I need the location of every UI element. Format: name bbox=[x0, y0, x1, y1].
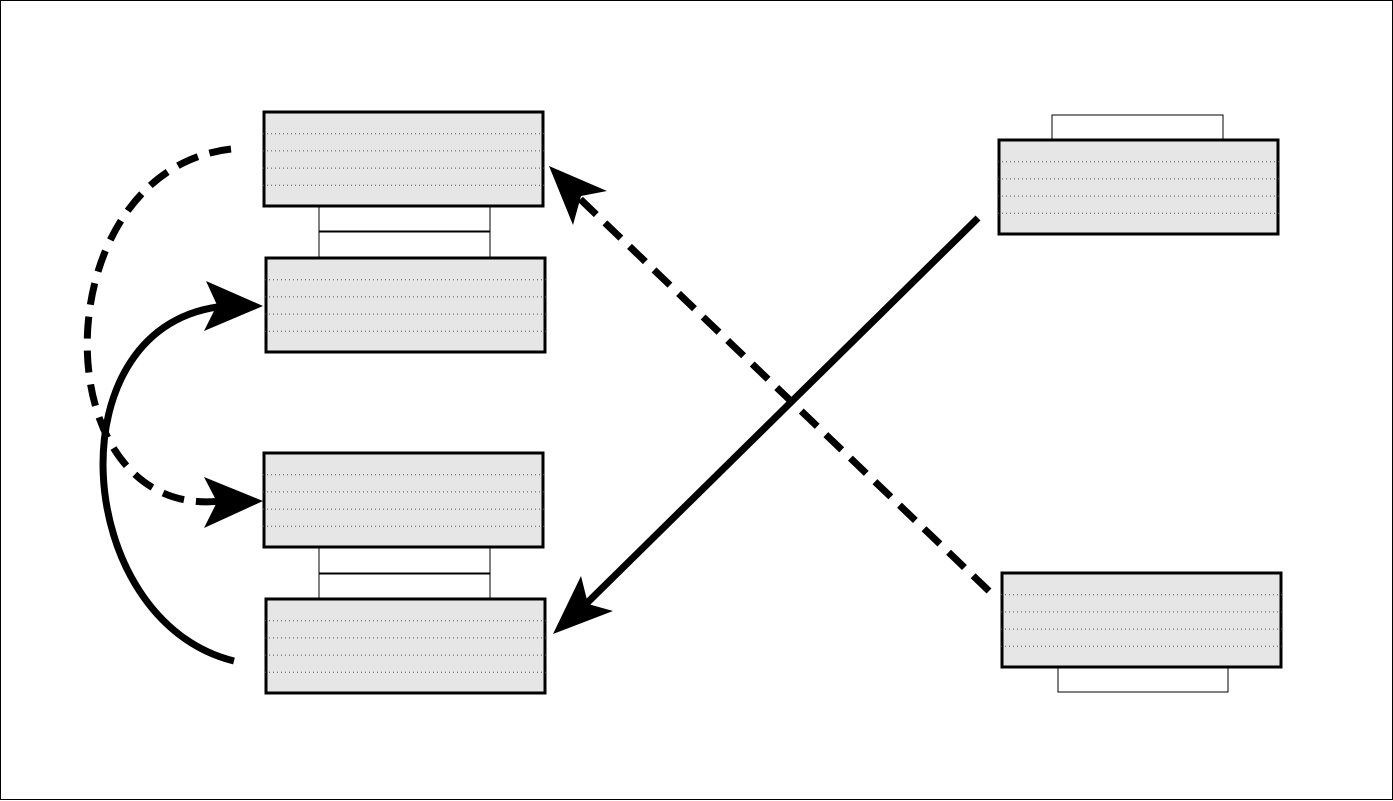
tab-left-top-lower bbox=[318, 231, 491, 258]
left-block-3-box bbox=[262, 451, 545, 549]
left-block-2-box bbox=[264, 256, 547, 354]
left-block-4-box bbox=[264, 597, 547, 695]
left-block-4 bbox=[264, 597, 547, 695]
blocks-layer bbox=[262, 110, 1283, 695]
left-block-1 bbox=[262, 110, 545, 208]
tab-right-top bbox=[1051, 114, 1224, 141]
tab-left-top-upper bbox=[318, 206, 491, 232]
right-block-top-box bbox=[997, 138, 1280, 236]
arrows-layer bbox=[83, 145, 992, 665]
left-block-1-box bbox=[262, 110, 545, 208]
dashed-straight-arrow-line bbox=[576, 195, 992, 594]
right-block-bottom-box bbox=[1000, 571, 1283, 669]
arrowhead-to-block-4 bbox=[553, 576, 613, 634]
dashed-curved-arrow-line bbox=[83, 145, 232, 506]
right-block-bottom bbox=[1000, 571, 1283, 669]
tab-left-bottom-upper bbox=[318, 547, 491, 574]
arrowhead-to-block-3 bbox=[204, 477, 263, 528]
solid-curved-arrow-line bbox=[99, 302, 235, 665]
solid-straight-arrow-line bbox=[583, 215, 981, 607]
arrowhead-to-block-2 bbox=[204, 281, 263, 331]
arrowheads bbox=[204, 166, 613, 634]
left-block-2 bbox=[264, 256, 547, 354]
tab-left-bottom-lower bbox=[318, 573, 491, 600]
left-block-3 bbox=[262, 451, 545, 549]
tab-right-bottom bbox=[1057, 666, 1229, 693]
right-block-top bbox=[997, 138, 1280, 236]
arrowhead-to-block-1 bbox=[549, 166, 607, 225]
